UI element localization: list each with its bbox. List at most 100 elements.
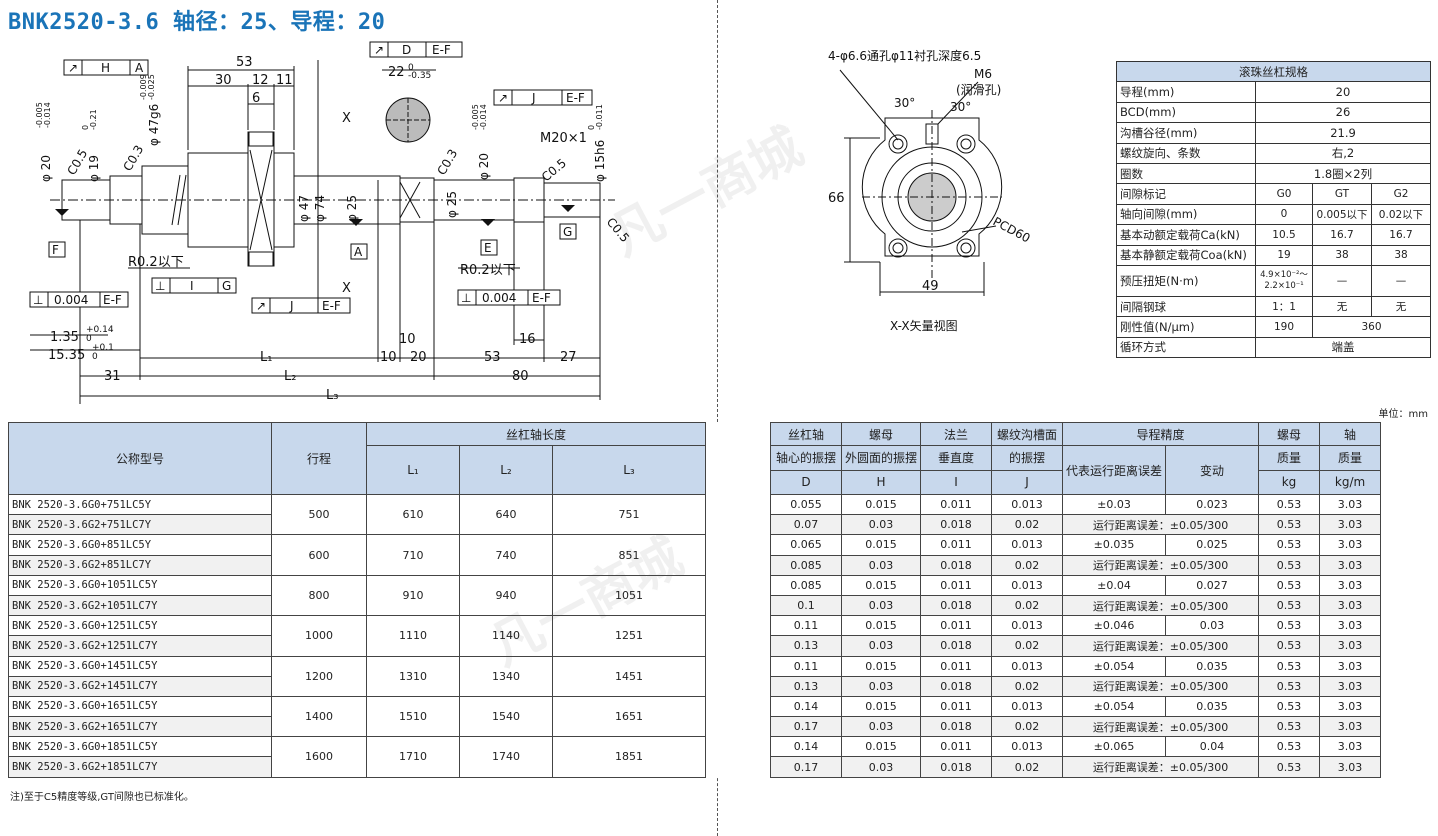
nut-mass-cell: 0.53 [1258, 756, 1321, 778]
col-shaft-sub: 质量 [1319, 445, 1382, 471]
D-cell: 0.11 [770, 615, 842, 637]
nut-mass-cell: 0.53 [1258, 514, 1321, 536]
stroke-cell: 800 [271, 574, 367, 617]
dim-phi74: φ 74 [313, 195, 327, 222]
spec-value: 无 [1371, 295, 1431, 318]
spec-value: 无 [1312, 295, 1372, 318]
col-I-sym: I [920, 469, 993, 495]
L2-cell: 640 [459, 493, 553, 536]
frame-perp2-val: 0.004 [482, 291, 516, 305]
dim-L1: L₁ [260, 350, 272, 365]
frame-J-ref: E-F [566, 91, 585, 105]
L3-cell: 1451 [552, 655, 706, 697]
col-H: 螺母 [840, 422, 922, 446]
frame-I-sym: ⊥ [155, 279, 165, 293]
D-cell: 0.13 [770, 675, 842, 697]
J-cell: 0.02 [991, 756, 1064, 778]
spec-label: 螺纹旋向、条数 [1116, 142, 1256, 164]
stroke-cell: 1600 [271, 736, 367, 778]
D-cell: 0.13 [770, 635, 842, 657]
dim-22: 22 [388, 65, 405, 80]
dim-phi19-tol2: -0.21 [89, 109, 98, 130]
frame-D-sym: ↗ [374, 43, 384, 57]
frame-J2-val: J [289, 299, 294, 313]
model-cell: BNK 2520-3.6G0+1651LC5Y [8, 695, 272, 718]
frame-perp2-sym: ⊥ [461, 291, 471, 305]
dim-27: 27 [560, 350, 577, 365]
col-J-sym: J [991, 469, 1064, 495]
col-I: 法兰 [920, 422, 993, 446]
spec-label: 沟槽谷径(mm) [1116, 122, 1256, 144]
col-model: 公称型号 [8, 422, 272, 495]
shaft-mass-cell: 3.03 [1319, 514, 1382, 536]
L1-cell: 610 [366, 493, 460, 536]
spec-value: 0 [1255, 203, 1313, 226]
model-cell: BNK 2520-3.6G0+751LC5Y [8, 493, 272, 516]
nut-mass-cell: 0.53 [1258, 534, 1321, 556]
spacer [705, 615, 771, 656]
rep-error-cell: ±0.054 [1062, 695, 1167, 718]
L2-cell: 1340 [459, 655, 553, 697]
spec-value: 右,2 [1255, 142, 1431, 164]
spacer [705, 696, 771, 737]
H-cell: 0.03 [840, 594, 922, 617]
L1-cell: 710 [366, 534, 460, 576]
frame-J2-sym: ↗ [256, 299, 266, 313]
dim-20: 20 [410, 350, 427, 365]
L3-cell: 1851 [552, 736, 706, 778]
col-I-sub: 垂直度 [920, 445, 993, 471]
col-L2: L₂ [459, 445, 553, 495]
D-cell: 0.085 [770, 554, 842, 576]
spec-label: 间隙标记 [1116, 183, 1256, 205]
D-cell: 0.17 [770, 756, 842, 778]
flange-m6: M6 [974, 67, 992, 81]
spec-label: 基本静额定载荷Coa(kN) [1116, 244, 1256, 266]
J-cell: 0.02 [991, 716, 1064, 738]
spec-value: 19 [1255, 244, 1313, 266]
spec-label: 循环方式 [1116, 336, 1256, 359]
section-mark-x2: X [342, 281, 351, 296]
I-cell: 0.018 [920, 514, 993, 536]
flange-pcd: PCD60 [991, 214, 1033, 245]
frame-perp1-sym: ⊥ [33, 293, 43, 307]
nut-mass-cell: 0.53 [1258, 493, 1321, 516]
col-rep-error: 代表运行距离误差 [1062, 445, 1167, 495]
model-cell: BNK 2520-3.6G0+1851LC5Y [8, 736, 272, 758]
page-divider [717, 0, 718, 836]
L3-cell: 1651 [552, 695, 706, 738]
dim-phi47-tol2: -0.025 [147, 74, 156, 100]
shaft-mass-cell: 3.03 [1319, 493, 1382, 516]
frame-H-sym: ↗ [68, 61, 78, 75]
dim-phi20-tol1: -0.005 [35, 102, 44, 128]
spec-value: 4.9×10⁻²～2.2×10⁻¹ [1255, 264, 1313, 297]
dim-11: 11 [276, 73, 293, 88]
J-cell: 0.013 [991, 695, 1064, 718]
frame-D-val: D [402, 43, 411, 57]
col-J: 螺纹沟槽面 [991, 422, 1064, 446]
dim-31: 31 [104, 369, 121, 384]
dim-30: 30 [215, 73, 232, 88]
D-cell: 0.055 [770, 493, 842, 516]
spec-value: 16.7 [1371, 224, 1431, 246]
col-variation: 变动 [1165, 445, 1260, 495]
shaft-mass-cell: 3.03 [1319, 675, 1382, 697]
flange-angle-a: 30° [894, 96, 915, 110]
col-nut-mass: 螺母 [1258, 422, 1321, 446]
col-H-sub: 外圆面的振摆 [840, 445, 922, 471]
spec-value: 0.005以下 [1312, 203, 1372, 226]
L2-cell: 1540 [459, 695, 553, 738]
H-cell: 0.015 [840, 655, 922, 677]
section-mark-x1: X [342, 111, 351, 126]
dim-L3: L₃ [326, 388, 338, 403]
col-L1: L₁ [366, 445, 460, 495]
spacer [705, 736, 771, 778]
I-cell: 0.018 [920, 675, 993, 697]
dim-r02-right: R0.2以下 [460, 263, 516, 278]
travel-error-cell: 运行距离误差：±0.05/300 [1062, 594, 1260, 617]
I-cell: 0.011 [920, 493, 993, 516]
